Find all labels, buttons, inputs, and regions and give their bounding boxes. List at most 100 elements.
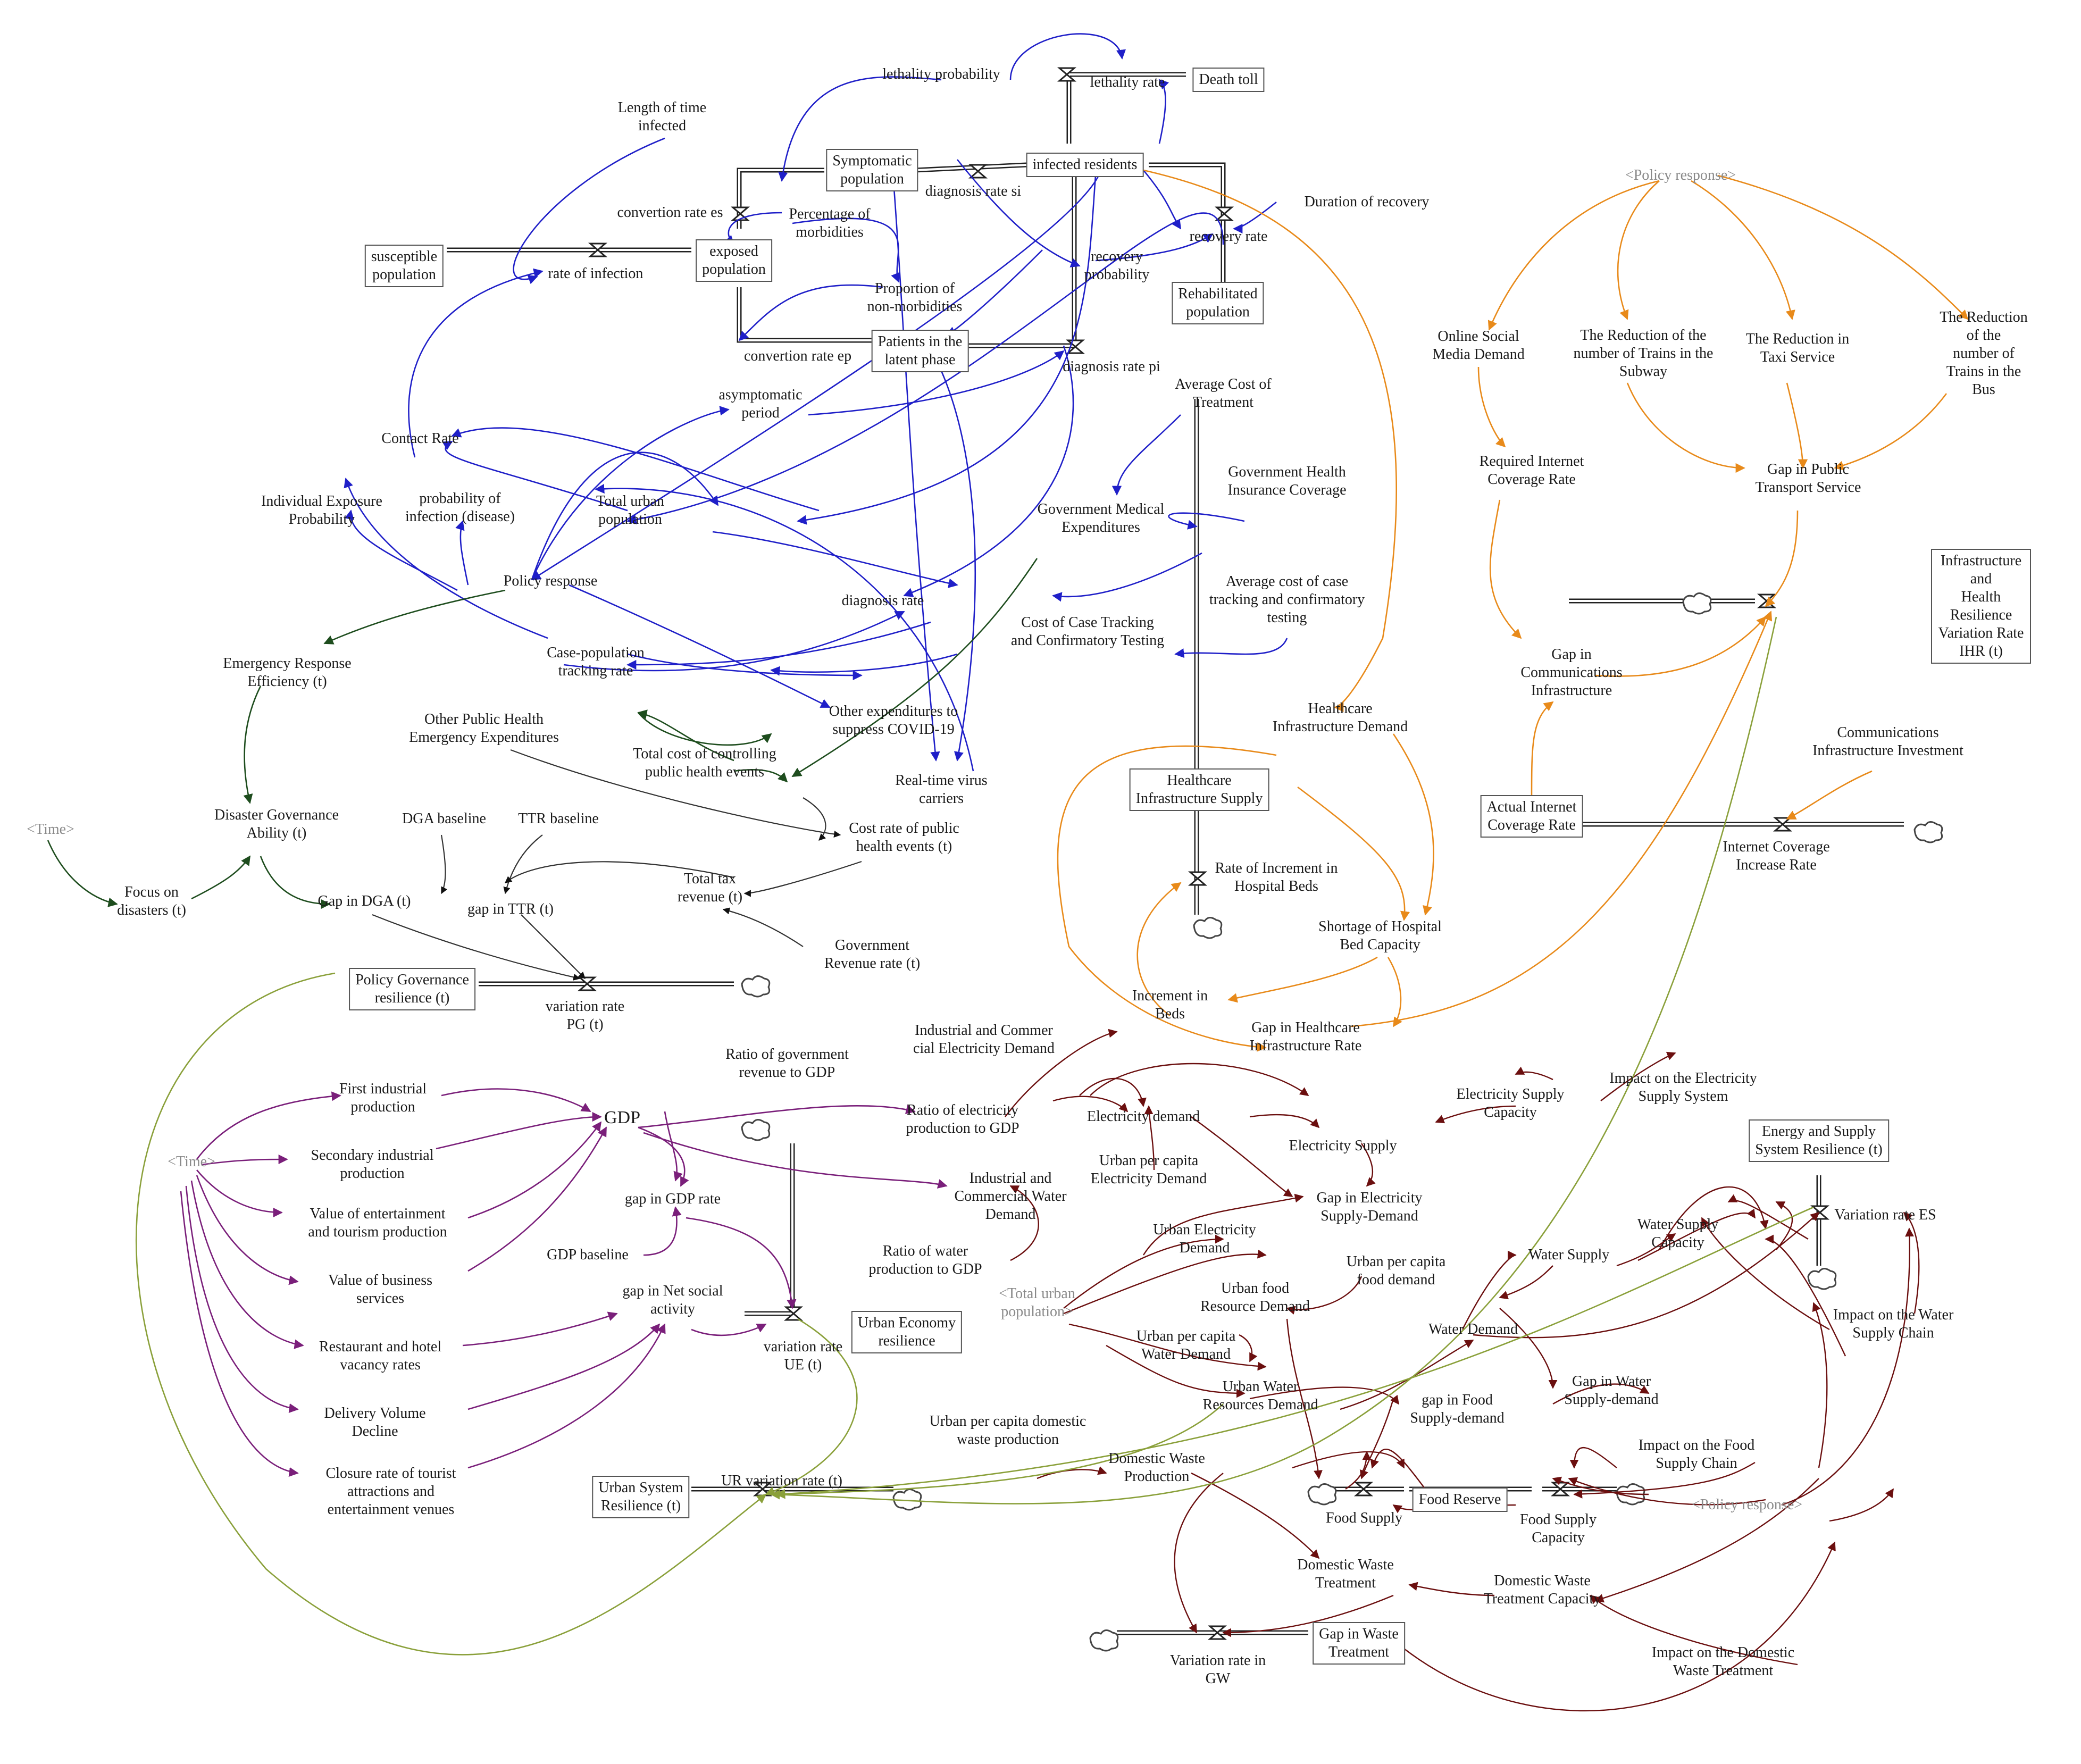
node-online-social-media[interactable]: Online Social Media Demand: [1432, 328, 1525, 363]
node-healthcare-demand[interactable]: Healthcare Infrastructure Demand: [1272, 700, 1408, 735]
node-delivery-volume[interactable]: Delivery Volume Decline: [324, 1405, 426, 1440]
node-value-entertainment[interactable]: Value of entertainment and tourism produ…: [308, 1206, 447, 1240]
node-urban-per-capita-waste[interactable]: Urban per capita domestic waste producti…: [929, 1413, 1087, 1448]
node-value-business[interactable]: Value of business services: [328, 1272, 432, 1307]
node-ttr-baseline[interactable]: TTR baseline: [518, 810, 599, 827]
node-duration-recovery[interactable]: Duration of recovery: [1304, 194, 1430, 210]
node-first-industrial[interactable]: First industrial production: [339, 1081, 427, 1115]
node-disaster-governance[interactable]: Disaster Governance Ability (t): [214, 807, 339, 841]
node-time-ghost-1[interactable]: <Time>: [27, 821, 74, 838]
node-impact-domestic-waste[interactable]: Impact on the Domestic Waste Treatment: [1651, 1644, 1795, 1679]
node-gdp-baseline[interactable]: GDP baseline: [547, 1247, 629, 1263]
node-gap-public-transport[interactable]: Gap in Public Transport Service: [1755, 461, 1861, 496]
node-length-time-infected[interactable]: Length of time infected: [617, 99, 707, 134]
node-recovery-rate[interactable]: recovery rate: [1189, 228, 1268, 245]
node-policy-gov-resilience[interactable]: Policy Governance resilience (t): [349, 968, 475, 1010]
node-case-population-tracking[interactable]: Case-population tracking rate: [547, 645, 645, 679]
node-lethality-rate[interactable]: lethality rate: [1090, 74, 1165, 90]
node-impact-electricity[interactable]: Impact on the Electricity Supply System: [1609, 1070, 1757, 1105]
node-reduction-taxi[interactable]: The Reduction in Taxi Service: [1745, 331, 1850, 365]
node-domestic-waste-treatment[interactable]: Domestic Waste Treatment: [1297, 1557, 1394, 1591]
node-percentage-morbidities[interactable]: Percentage of morbidities: [789, 206, 871, 240]
node-closure-rate[interactable]: Closure rate of tourist attractions and …: [325, 1465, 456, 1518]
node-gap-water[interactable]: Gap in Water Supply-demand: [1564, 1373, 1659, 1408]
node-cost-rate-public-health[interactable]: Cost rate of public health events (t): [849, 820, 959, 855]
node-variation-rate-ue[interactable]: variation rate UE (t): [763, 1339, 843, 1373]
node-avg-cost-case-tracking[interactable]: Average cost of case tracking and confir…: [1209, 573, 1365, 626]
node-impact-food[interactable]: Impact on the Food Supply Chain: [1638, 1437, 1755, 1472]
node-focus-disasters[interactable]: Focus on disasters (t): [117, 884, 186, 918]
node-urban-water-resources[interactable]: Urban Water Resources Demand: [1202, 1378, 1318, 1413]
node-exposed-population[interactable]: exposed population: [696, 239, 772, 282]
node-gap-electricity[interactable]: Gap in Electricity Supply-Demand: [1316, 1190, 1423, 1224]
node-rehabilitated-population[interactable]: Rehabilitated population: [1172, 282, 1264, 324]
node-other-expenditures[interactable]: Other expenditures to suppress COVID-19: [829, 703, 958, 738]
node-required-internet[interactable]: Required Internet Coverage Rate: [1479, 453, 1584, 488]
node-diagnosis-rate[interactable]: diagnosis rate: [841, 592, 924, 609]
node-secondary-industrial[interactable]: Secondary industrial production: [311, 1147, 434, 1182]
node-gap-healthcare[interactable]: Gap in Healthcare Infrastructure Rate: [1249, 1019, 1362, 1054]
node-urban-economy-resilience[interactable]: Urban Economy resilience: [851, 1311, 963, 1353]
node-gap-food[interactable]: gap in Food Supply-demand: [1410, 1392, 1505, 1426]
node-variation-rate-pg[interactable]: variation rate PG (t): [545, 998, 625, 1033]
node-dga-baseline[interactable]: DGA baseline: [402, 810, 486, 827]
node-total-urban-population[interactable]: Total urban population: [596, 493, 664, 528]
node-symptomatic-population[interactable]: Symptomatic population: [826, 149, 918, 191]
node-real-time-virus[interactable]: Real-time virus carriers: [895, 772, 988, 807]
node-ratio-water-gdp[interactable]: Ratio of water production to GDP: [868, 1243, 982, 1277]
node-contact-rate[interactable]: Contact Rate: [381, 430, 459, 447]
node-reduction-bus[interactable]: The Reduction of the number of Trains in…: [1940, 309, 2028, 398]
node-rate-of-infection[interactable]: rate of infection: [548, 265, 643, 282]
node-actual-internet[interactable]: Actual Internet Coverage Rate: [1480, 795, 1583, 838]
node-impact-water[interactable]: Impact on the Water Supply Chain: [1833, 1307, 1954, 1341]
node-increment-beds[interactable]: Increment in Beds: [1132, 988, 1208, 1022]
node-recovery-probability[interactable]: recovery probability: [1084, 248, 1150, 283]
node-internet-increase[interactable]: Internet Coverage Increase Rate: [1723, 839, 1830, 873]
node-reduction-subway[interactable]: The Reduction of the number of Trains in…: [1573, 327, 1714, 380]
node-diagnosis-rate-si[interactable]: diagnosis rate si: [925, 183, 1022, 199]
node-patients-latent[interactable]: Patients in the latent phase: [871, 330, 969, 372]
node-gap-gdp-rate[interactable]: gap in GDP rate: [624, 1191, 721, 1207]
node-emergency-response[interactable]: Emergency Response Efficiency (t): [223, 655, 352, 690]
node-lethality-probability[interactable]: lethality probability: [882, 66, 1000, 82]
node-proportion-non-morbidities[interactable]: Proportion of non-morbidities: [867, 280, 963, 315]
node-domestic-waste-production[interactable]: Domestic Waste Production: [1108, 1450, 1205, 1485]
node-communications-investment[interactable]: Communications Infrastructure Investment: [1812, 724, 1963, 759]
node-gap-net-social[interactable]: gap in Net social activity: [622, 1283, 723, 1317]
node-susceptible-population[interactable]: susceptible population: [364, 245, 444, 287]
node-gap-dga[interactable]: Gap in DGA (t): [317, 893, 411, 909]
node-total-urban-population-ghost[interactable]: <Total urban population>: [999, 1285, 1075, 1320]
node-other-public-health[interactable]: Other Public Health Emergency Expenditur…: [409, 711, 559, 746]
node-rate-increment-beds[interactable]: Rate of Increment in Hospital Beds: [1215, 860, 1338, 894]
node-gap-ttr[interactable]: gap in TTR (t): [467, 901, 554, 917]
node-variation-rate-es[interactable]: Variation rate ES: [1834, 1207, 1936, 1223]
node-policy-response[interactable]: Policy response: [503, 573, 598, 589]
node-domestic-waste-capacity[interactable]: Domestic Waste Treatment Capacity: [1483, 1573, 1601, 1607]
node-average-cost-treatment[interactable]: Average Cost of Treatment: [1175, 376, 1272, 411]
node-water-supply[interactable]: Water Supply: [1528, 1247, 1610, 1263]
node-water-supply-capacity[interactable]: Water Supply Capacity: [1637, 1216, 1719, 1251]
node-electricity-supply[interactable]: Electricity Supply: [1289, 1138, 1397, 1154]
node-gdp[interactable]: GDP: [604, 1108, 641, 1127]
node-shortage-beds[interactable]: Shortage of Hospital Bed Capacity: [1318, 918, 1442, 953]
node-urban-food-resource[interactable]: Urban food Resource Demand: [1200, 1280, 1310, 1315]
node-variation-rate-gw[interactable]: Variation rate in GW: [1169, 1652, 1266, 1687]
node-urban-per-capita-elec[interactable]: Urban per capita Electricity Demand: [1090, 1152, 1207, 1187]
node-ratio-gov-revenue[interactable]: Ratio of government revenue to GDP: [725, 1046, 849, 1081]
node-industrial-water[interactable]: Industrial and Commercial Water Demand: [954, 1170, 1067, 1223]
node-electricity-demand[interactable]: Electricity demand: [1087, 1108, 1200, 1125]
node-probability-infection[interactable]: probability of infection (disease): [405, 490, 515, 525]
node-food-supply-capacity[interactable]: Food Supply Capacity: [1520, 1511, 1597, 1546]
node-gap-communications[interactable]: Gap in Communications Infrastructure: [1520, 646, 1623, 699]
node-restaurant-hotel[interactable]: Restaurant and hotel vacancy rates: [319, 1339, 442, 1373]
node-diagnosis-rate-pi[interactable]: diagnosis rate pi: [1063, 358, 1160, 375]
node-individual-exposure[interactable]: Individual Exposure Probability: [261, 493, 382, 528]
node-energy-supply-resilience[interactable]: Energy and Supply System Resilience (t): [1749, 1119, 1889, 1162]
node-ratio-elec-gdp[interactable]: Ratio of electricity production to GDP: [906, 1102, 1019, 1136]
node-infra-health-resilience[interactable]: Infrastructure and Health Resilience Var…: [1931, 549, 2031, 664]
node-time-ghost-2[interactable]: <Time>: [168, 1153, 215, 1170]
node-total-tax-revenue[interactable]: Total tax revenue (t): [677, 871, 743, 905]
node-asymptomatic-period[interactable]: asymptomatic period: [718, 387, 803, 421]
node-gap-waste[interactable]: Gap in Waste Treatment: [1313, 1622, 1405, 1665]
node-ur-variation-rate[interactable]: UR variation rate (t): [721, 1473, 842, 1489]
